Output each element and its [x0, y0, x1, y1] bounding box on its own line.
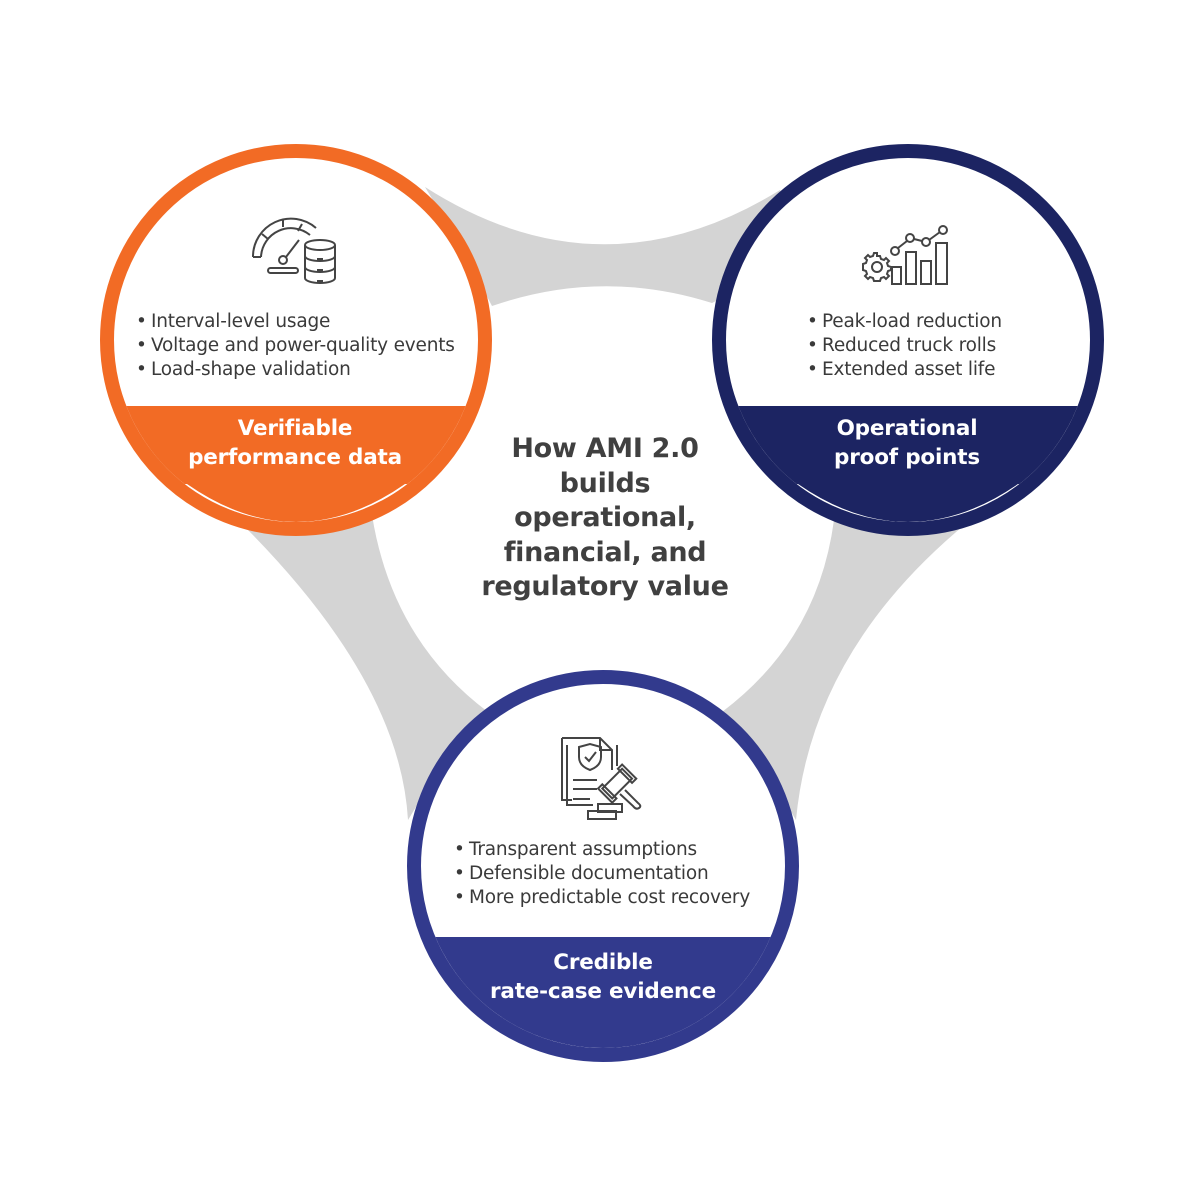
bullet-item: More predictable cost recovery — [454, 886, 750, 910]
title-line: How AMI 2.0 — [511, 433, 699, 464]
connectors — [238, 187, 968, 820]
bullet-item: Transparent assumptions — [454, 838, 750, 862]
label-line: performance data — [188, 445, 402, 470]
title-line: financial, and — [503, 536, 707, 568]
connector-top — [425, 187, 820, 306]
label-line: Verifiable — [237, 416, 353, 441]
bullet-item: Reduced truck rolls — [807, 334, 1002, 358]
title-line: builds — [559, 467, 651, 499]
label-line: rate-case evidence — [490, 979, 716, 1004]
node-label-credible: Credible rate-case evidence — [448, 948, 758, 1006]
label-line: Credible — [553, 950, 653, 975]
document-gavel-icon — [561, 737, 642, 820]
connector-right — [722, 520, 968, 820]
diagram-title: How AMI 2.0 builds operational, financia… — [455, 432, 755, 605]
bullet-item: Interval-level usage — [136, 310, 455, 334]
node-label-operational: Operational proof points — [752, 414, 1062, 472]
title-line: operational, — [514, 502, 696, 533]
bullet-item: Peak-load reduction — [807, 310, 1002, 334]
connector-left — [238, 515, 488, 820]
label-line: proof points — [834, 445, 980, 470]
node-label-verifiable: Verifiable performance data — [140, 414, 450, 472]
bullet-item: Extended asset life — [807, 358, 1002, 382]
bullet-item: Load-shape validation — [136, 358, 455, 382]
bullet-item: Defensible documentation — [454, 862, 750, 886]
bullet-list-verifiable: Interval-level usage Voltage and power-q… — [136, 310, 455, 382]
bullet-list-operational: Peak-load reduction Reduced truck rolls … — [807, 310, 1002, 382]
title-line: regulatory value — [481, 571, 729, 602]
gauge-database-icon — [251, 217, 336, 284]
label-line: Operational — [836, 416, 978, 441]
gear-bar-chart-icon — [862, 225, 948, 285]
bullet-item: Voltage and power-quality events — [136, 334, 455, 358]
bullet-list-credible: Transparent assumptions Defensible docum… — [454, 838, 750, 910]
